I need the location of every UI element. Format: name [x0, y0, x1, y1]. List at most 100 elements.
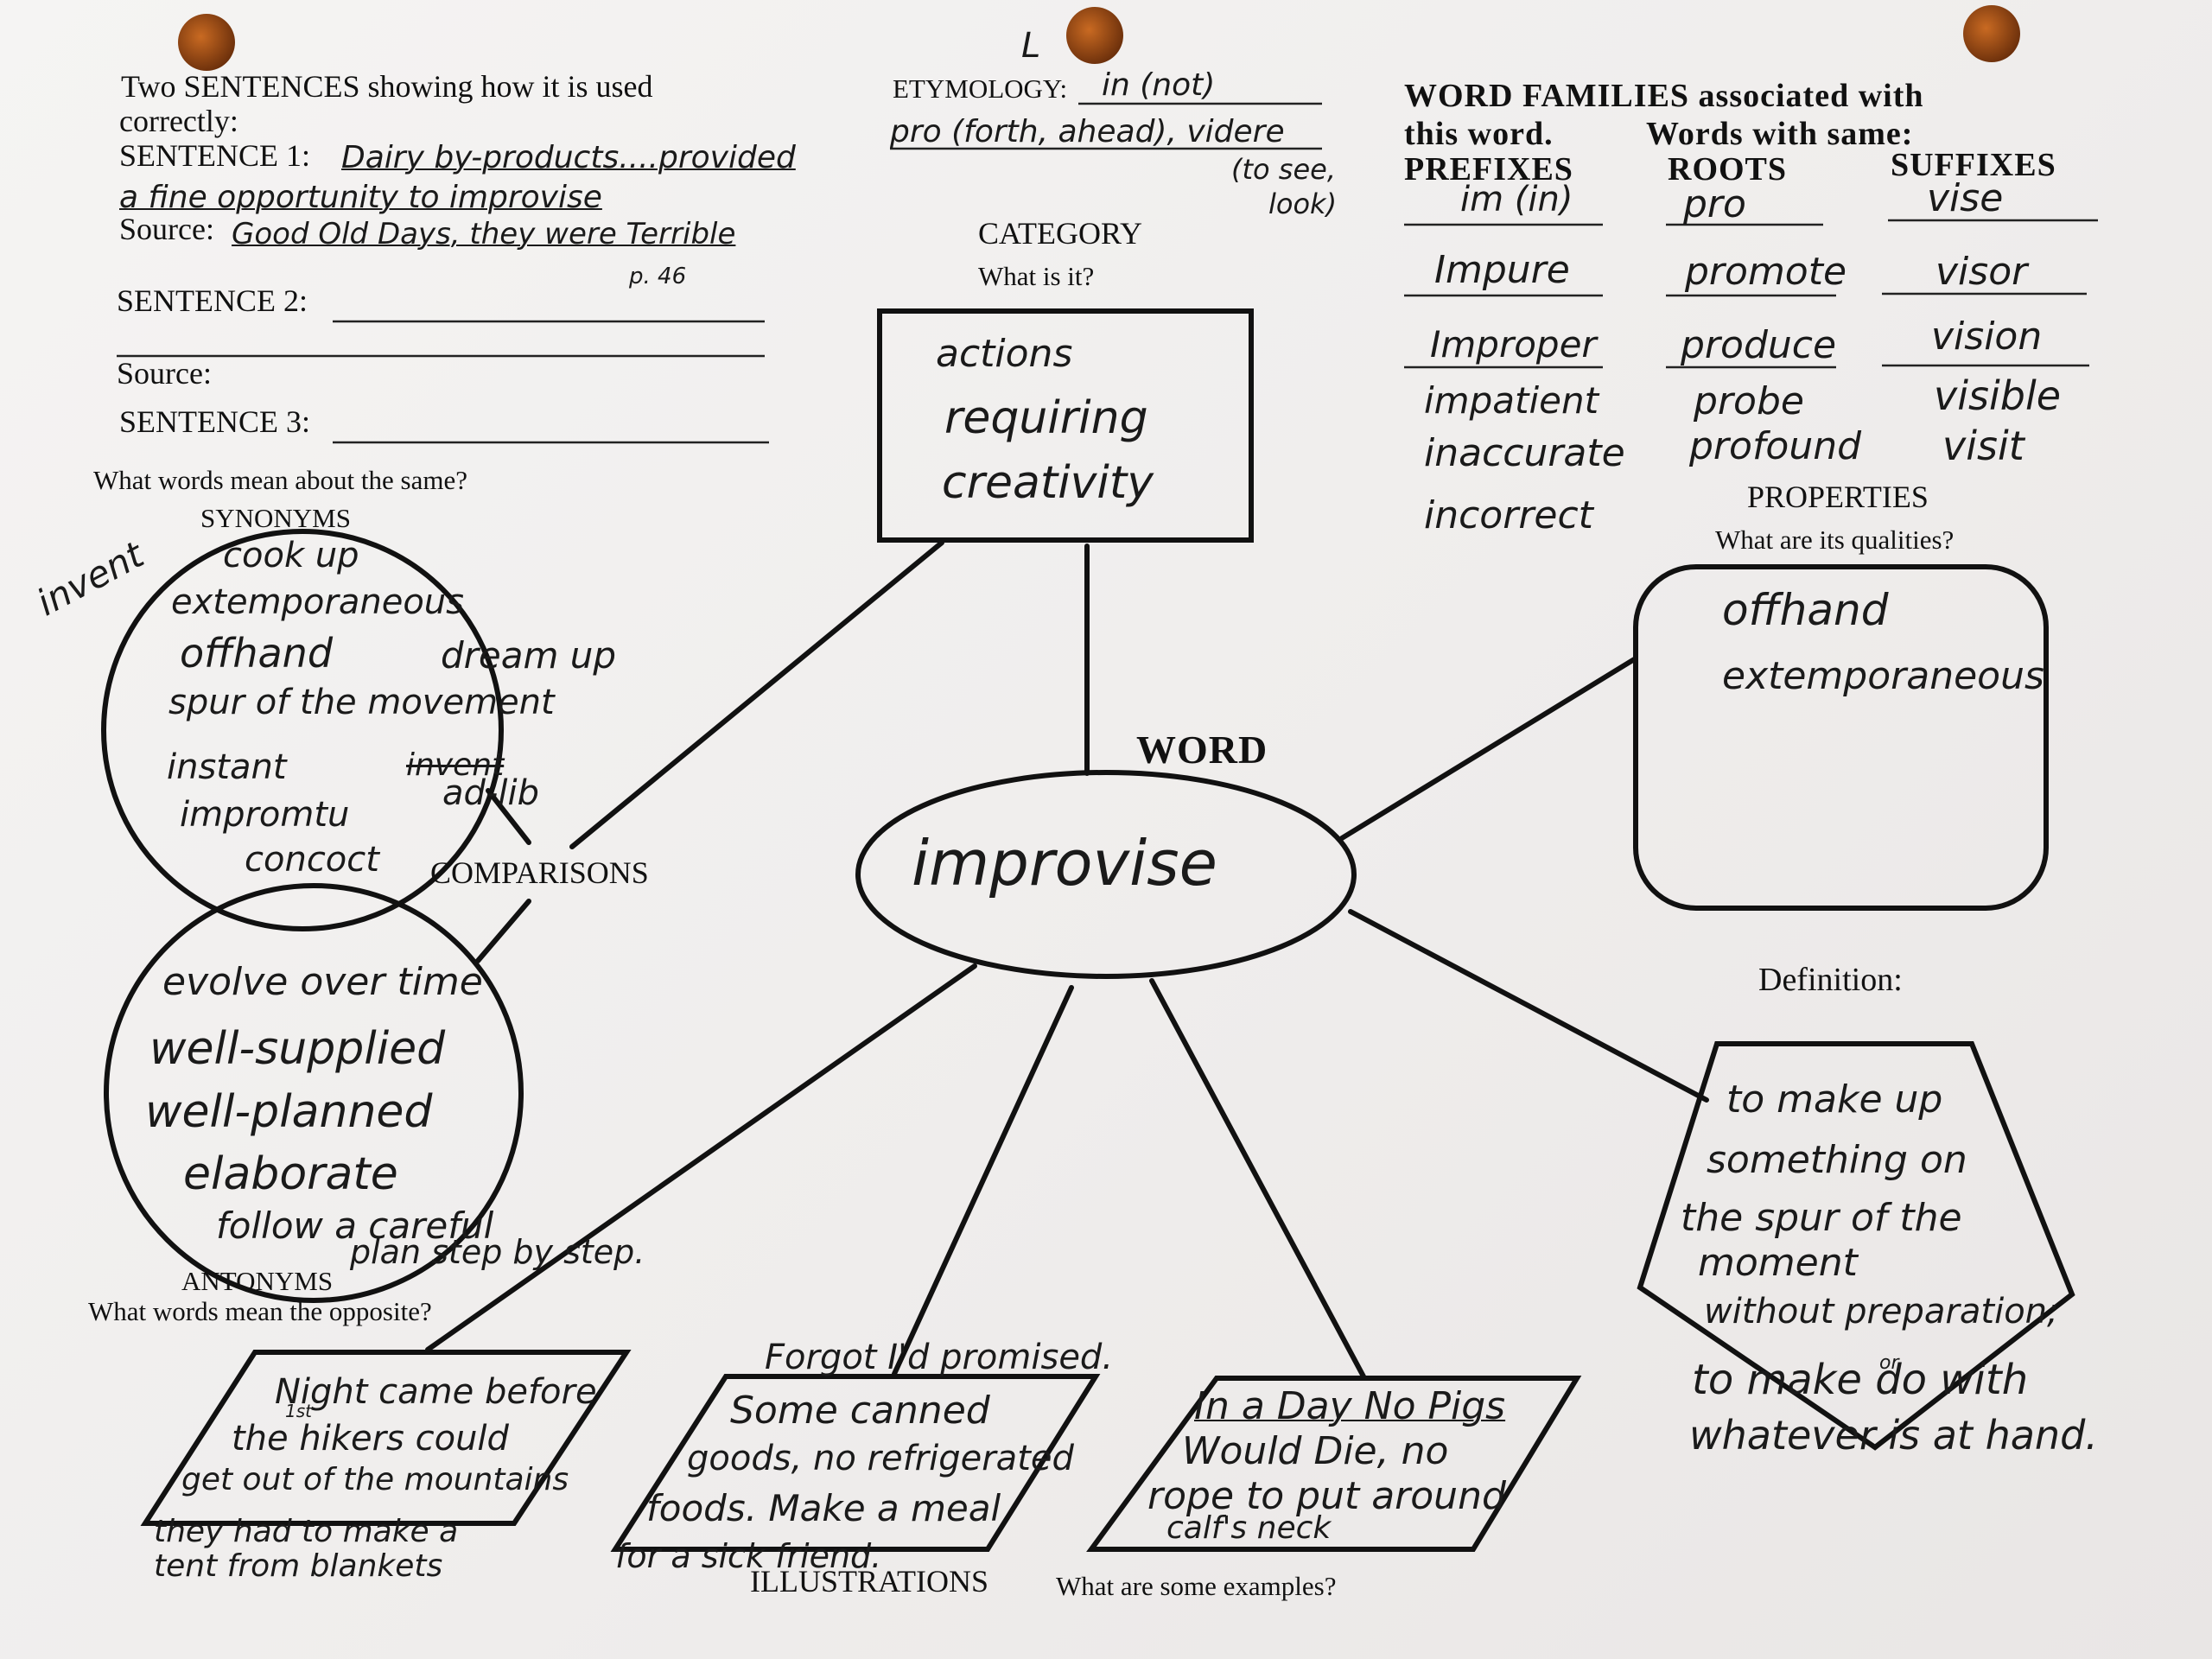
connector-word-properties: [1339, 656, 1638, 841]
etymology-line-4-text: look): [1268, 188, 1338, 220]
antonym-item-4: elaborate: [183, 1148, 398, 1200]
illustrations-question: What are some examples?: [1056, 1571, 1337, 1601]
illustration2-line2: goods, no refrigerated: [687, 1439, 1074, 1478]
sentence1-label: SENTENCE 1:: [119, 138, 310, 173]
category-question: What is it?: [978, 261, 1095, 291]
connector-category-comparisons: [569, 540, 944, 849]
word-families-title-line2: this word.: [1404, 116, 1554, 152]
sentence1-text-line1: Dairy by-products....provided: [341, 140, 796, 175]
etymology-note-mark: L: [1021, 26, 1041, 66]
punch-hole-center: [1066, 7, 1123, 64]
punch-hole-right: [1963, 5, 2020, 62]
connector-word-illustration-2: [892, 985, 1074, 1376]
category-line1: actions: [936, 332, 1073, 376]
category-title: CATEGORY: [978, 216, 1143, 251]
illustrations-label: ILLUSTRATIONS: [750, 1564, 988, 1599]
suffix-item-4: visible: [1934, 372, 2062, 419]
antonym-item-6: plan step by step.: [350, 1233, 645, 1271]
definition-line-6: to make do with: [1692, 1356, 2029, 1404]
antonyms-question: What words mean the opposite?: [88, 1296, 432, 1326]
word-value: improvise: [912, 827, 1217, 899]
sentence2-label: SENTENCE 2:: [117, 283, 308, 318]
category-line3: creativity: [942, 457, 1154, 509]
antonym-item-1: evolve over time: [162, 960, 483, 1004]
definition-label: Definition:: [1758, 962, 1903, 998]
prefix-item-2: Impure: [1434, 248, 1570, 292]
suffix-item-3: vision: [1931, 315, 2043, 359]
property-item-2: extemporaneous: [1722, 654, 2044, 698]
etymology-line-2-text: pro (forth, ahead), videre: [890, 114, 1285, 149]
illustration-parallelogram-2: [610, 1374, 1101, 1552]
connector-word-illustration-1: [425, 963, 977, 1352]
synonym-item-6: instant: [167, 747, 287, 787]
comparisons-label: COMPARISONS: [430, 855, 649, 890]
synonym-item-2: extemporaneous: [171, 582, 464, 622]
definition-line-4: moment: [1698, 1241, 1858, 1285]
illustration-parallelogram-1: [140, 1350, 632, 1526]
source2-label: Source:: [117, 356, 212, 391]
illustration2-line3: foods. Make a meal: [646, 1487, 1001, 1529]
prefix-item-3: Improper: [1430, 323, 1597, 365]
illustration3-line1: In a Day No Pigs: [1194, 1384, 1506, 1428]
category-line2: requiring: [944, 392, 1148, 444]
sentences-header-line2: correctly:: [119, 104, 238, 138]
root-item-1: pro: [1683, 182, 1746, 226]
definition-insert-mark: or: [1879, 1352, 1899, 1374]
synonym-item-4: dream up: [441, 634, 617, 677]
antonym-item-5: follow a careful: [216, 1205, 494, 1247]
sentence3-label: SENTENCE 3:: [119, 404, 310, 439]
root-item-2: promote: [1685, 250, 1847, 294]
root-item-3: produce: [1681, 323, 1837, 367]
property-item-1: offhand: [1722, 585, 1889, 635]
root-item-4: probe: [1694, 379, 1804, 423]
source1-label: Source:: [119, 212, 214, 246]
antonyms-circle: [104, 883, 524, 1303]
word-label: WORD: [1136, 728, 1268, 772]
synonym-item-9: ad-lib: [442, 773, 539, 813]
source1-text: Good Old Days, they were Terrible: [232, 217, 736, 251]
definition-line-1: to make up: [1726, 1077, 1943, 1122]
sentences-header-line1: Two SENTENCES showing how it is used: [121, 69, 653, 104]
prefixes-header: PREFIXES: [1404, 151, 1573, 188]
connector-word-illustration-3: [1149, 978, 1366, 1379]
illustration2-below: for a sick friend.: [615, 1537, 882, 1575]
prefix-item-4: impatient: [1424, 379, 1599, 422]
definition-pentagon: [1637, 1041, 2075, 1451]
synonyms-label: SYNONYMS: [200, 503, 351, 533]
word-families-subtitle: Words with same:: [1646, 116, 1914, 152]
prefix-item-1: im (in): [1460, 180, 1573, 219]
properties-title: PROPERTIES: [1747, 480, 1929, 514]
roots-header: ROOTS: [1668, 151, 1788, 188]
definition-line-7: whatever is at hand.: [1689, 1412, 2098, 1459]
illustration1-line1: Night came before: [275, 1372, 597, 1412]
illustration1-line2: the hikers could: [232, 1419, 509, 1459]
definition-line-3: the spur of the: [1681, 1196, 1962, 1240]
antonym-item-2: well-supplied: [149, 1023, 446, 1075]
illustration1-line3: get out of the mountains: [181, 1462, 569, 1497]
source1-page: p. 46: [629, 264, 687, 289]
connector-synonyms-comparisons: [486, 788, 531, 845]
illustration3-line3: rope to put around: [1147, 1474, 1506, 1518]
illustration-parallelogram-3: [1086, 1376, 1582, 1552]
illustration2-above: Forgot I'd promised.: [765, 1338, 1114, 1377]
synonym-item-8: impromtu: [180, 795, 350, 835]
illustration1-below-1: they had to make a: [154, 1514, 459, 1549]
definition-line-5: without preparation;: [1704, 1292, 2059, 1332]
suffix-item-5: visit: [1942, 423, 2024, 469]
synonym-item-10: concoct: [245, 840, 379, 880]
illustration3-line4: calf's neck: [1166, 1510, 1332, 1546]
etymology-label: ETYMOLOGY:: [893, 73, 1068, 104]
connector-word-definition: [1348, 909, 1709, 1103]
punch-hole-left: [178, 14, 235, 71]
suffix-item-2: visor: [1936, 250, 2028, 294]
sentence1-text-line2: a fine opportunity to improvise: [119, 180, 602, 215]
synonym-item-5: spur of the movement: [168, 683, 555, 722]
etymology-line-3-text: (to see,: [1231, 153, 1336, 186]
suffixes-header: SUFFIXES: [1891, 147, 2056, 183]
word-ellipse: [855, 770, 1357, 979]
antonym-item-3: well-planned: [145, 1086, 433, 1138]
synonym-item-3: offhand: [180, 630, 334, 677]
suffix-item-1: vise: [1927, 176, 2004, 220]
category-box: [877, 308, 1254, 543]
